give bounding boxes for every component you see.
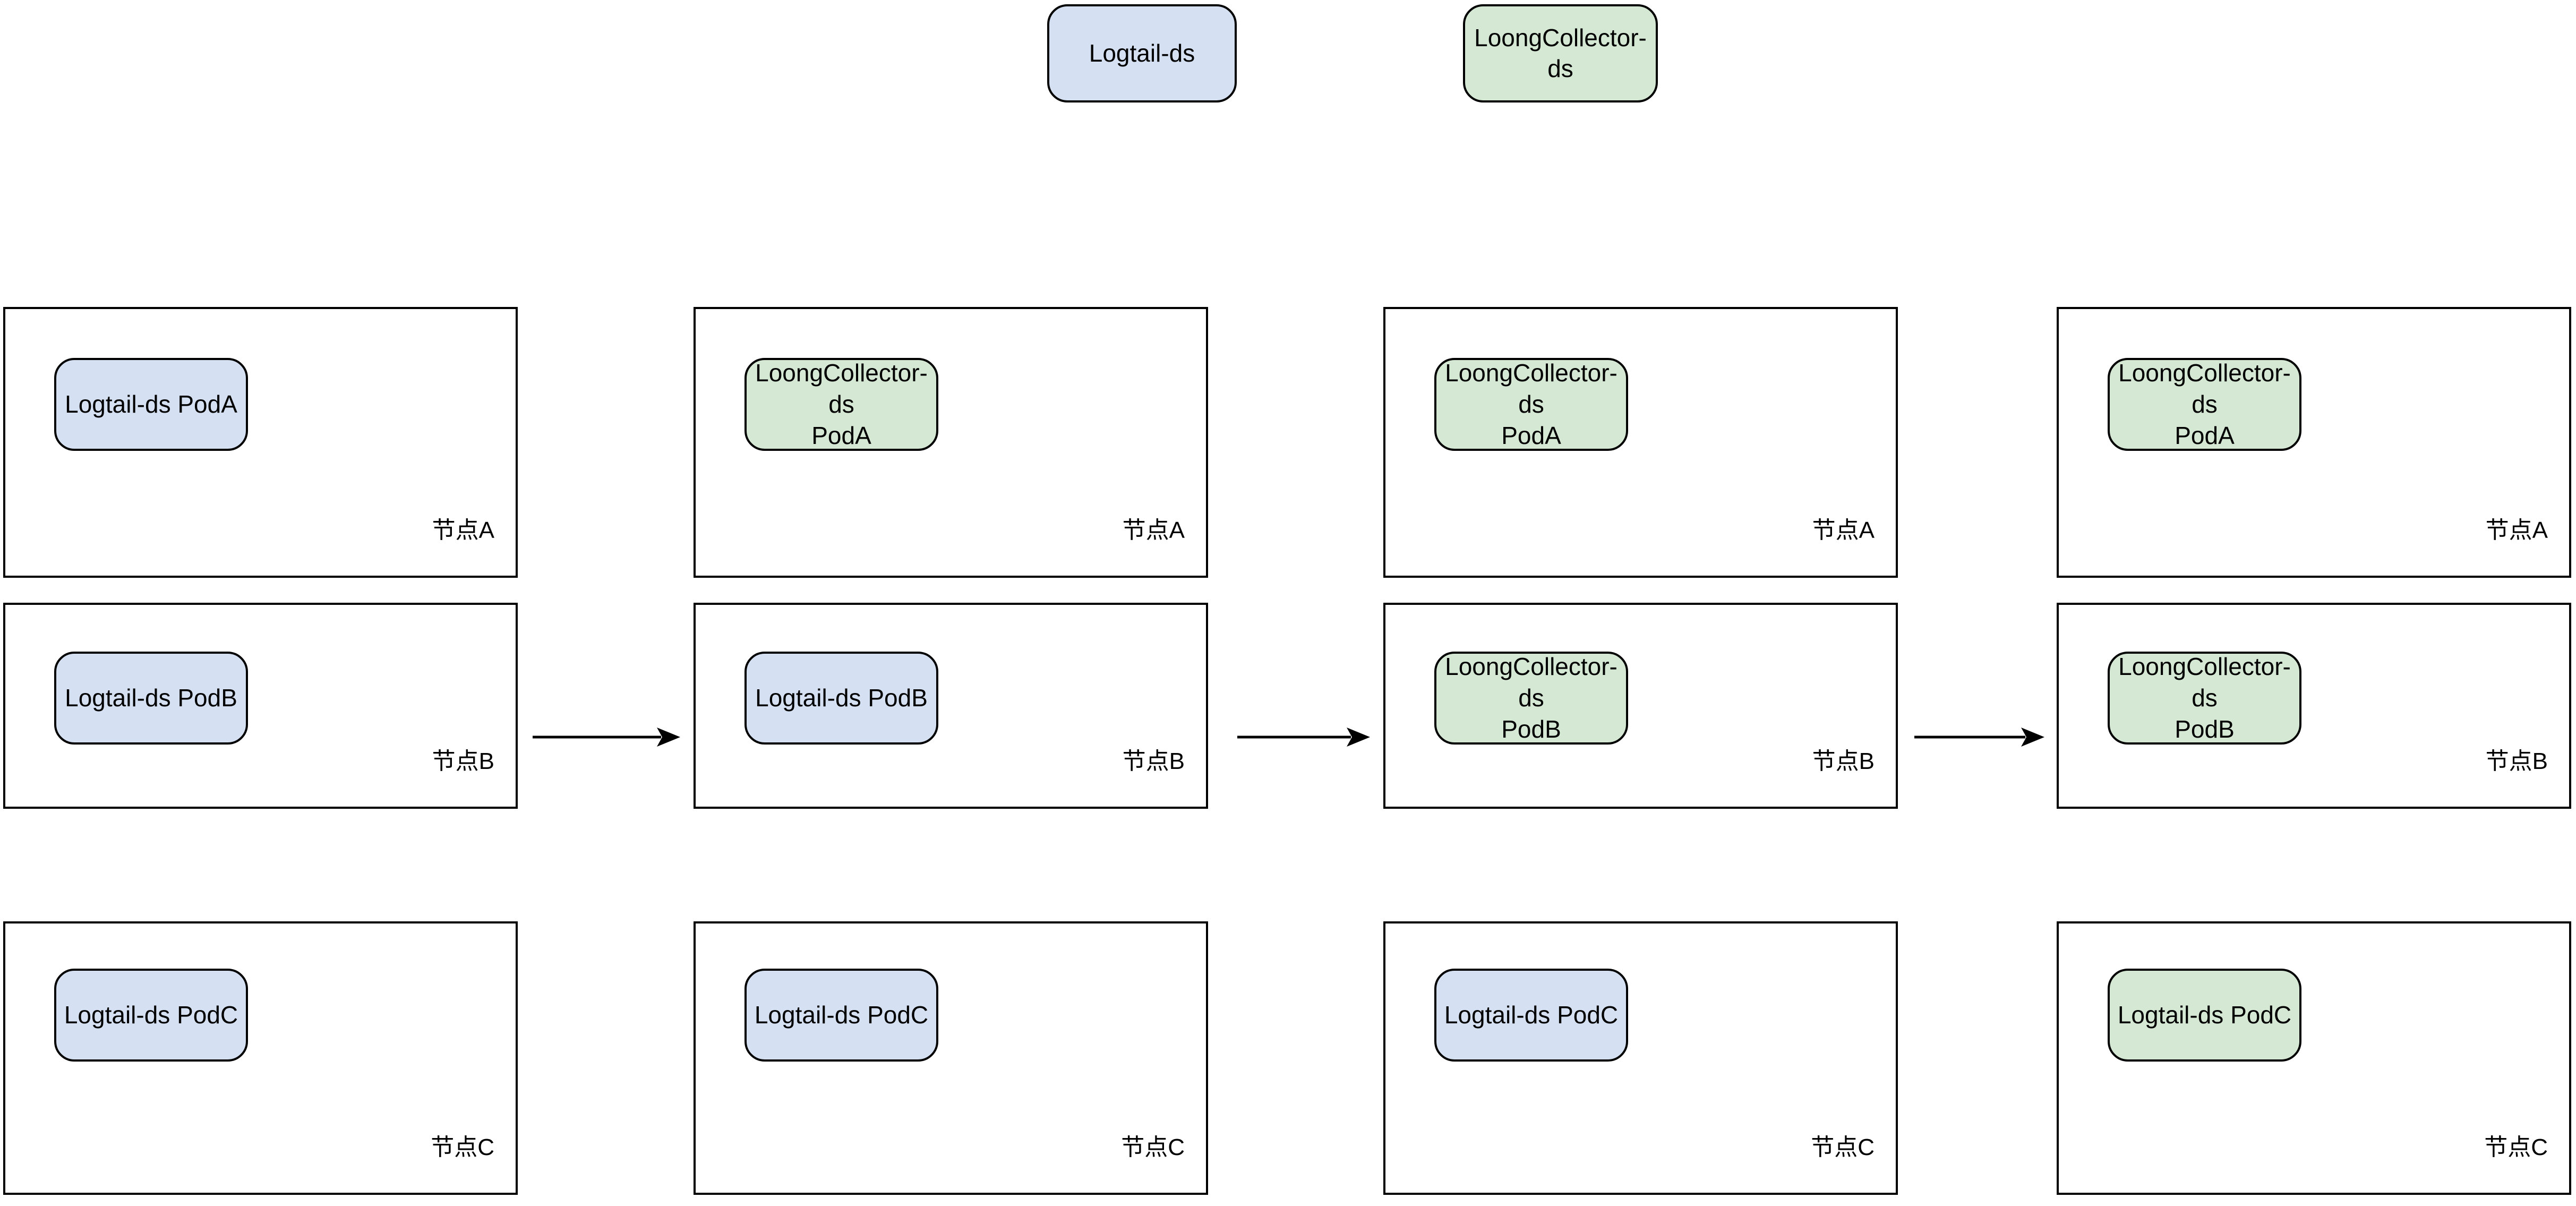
legend-item-2: LoongCollector-ds [1463,4,1658,102]
pod-box[interactable]: Logtail-ds PodB [744,652,938,745]
node-name-label: 节点A [2485,517,2548,543]
pod-box[interactable]: LoongCollector-ds PodA [2108,358,2301,451]
pod-box[interactable]: Logtail-ds PodC [2108,969,2301,1062]
pod-box[interactable]: Logtail-ds PodB [54,652,248,745]
node-box-col2-row2: Logtail-ds PodB 节点B [694,603,1208,809]
legend-item-1: Logtail-ds [1047,4,1237,102]
node-box-col3-row1: LoongCollector-ds PodA 节点A [1383,307,1898,578]
node-name-label: 节点B [432,748,494,774]
pod-box[interactable]: LoongCollector-ds PodB [1434,652,1628,745]
node-box-col4-row2: LoongCollector-ds PodB 节点B [2057,603,2571,809]
node-name-label: 节点A [1122,517,1185,543]
node-box-col3-row3: Logtail-ds PodC 节点C [1383,921,1898,1195]
node-box-col1-row3: Logtail-ds PodC 节点C [3,921,518,1195]
migration-arrow-3 [1914,728,2044,747]
migration-arrow-1 [533,728,680,747]
node-box-col2-row3: Logtail-ds PodC 节点C [694,921,1208,1195]
node-box-col4-row1: LoongCollector-ds PodA 节点A [2057,307,2571,578]
pod-box[interactable]: Logtail-ds PodC [744,969,938,1062]
pod-box[interactable]: Logtail-ds PodC [54,969,248,1062]
node-box-col2-row1: LoongCollector-ds PodA 节点A [694,307,1208,578]
node-box-col4-row3: Logtail-ds PodC 节点C [2057,921,2571,1195]
pod-box[interactable]: LoongCollector-ds PodA [1434,358,1628,451]
node-name-label: 节点C [431,1134,494,1160]
node-name-label: 节点B [1812,748,1875,774]
node-box-col1-row1: Logtail-ds PodA 节点A [3,307,518,578]
node-name-label: 节点B [1122,748,1185,774]
node-name-label: 节点B [2485,748,2548,774]
migration-arrow-2 [1237,728,1370,747]
pod-box[interactable]: LoongCollector-ds PodA [744,358,938,451]
pod-box[interactable]: Logtail-ds PodA [54,358,248,451]
pod-box[interactable]: Logtail-ds PodC [1434,969,1628,1062]
pod-box[interactable]: LoongCollector-ds PodB [2108,652,2301,745]
node-name-label: 节点C [1811,1134,1875,1160]
node-box-col3-row2: LoongCollector-ds PodB 节点B [1383,603,1898,809]
node-name-label: 节点C [1121,1134,1185,1160]
node-box-col1-row2: Logtail-ds PodB 节点B [3,603,518,809]
node-name-label: 节点A [432,517,494,543]
node-name-label: 节点A [1812,517,1875,543]
node-name-label: 节点C [2484,1134,2548,1160]
